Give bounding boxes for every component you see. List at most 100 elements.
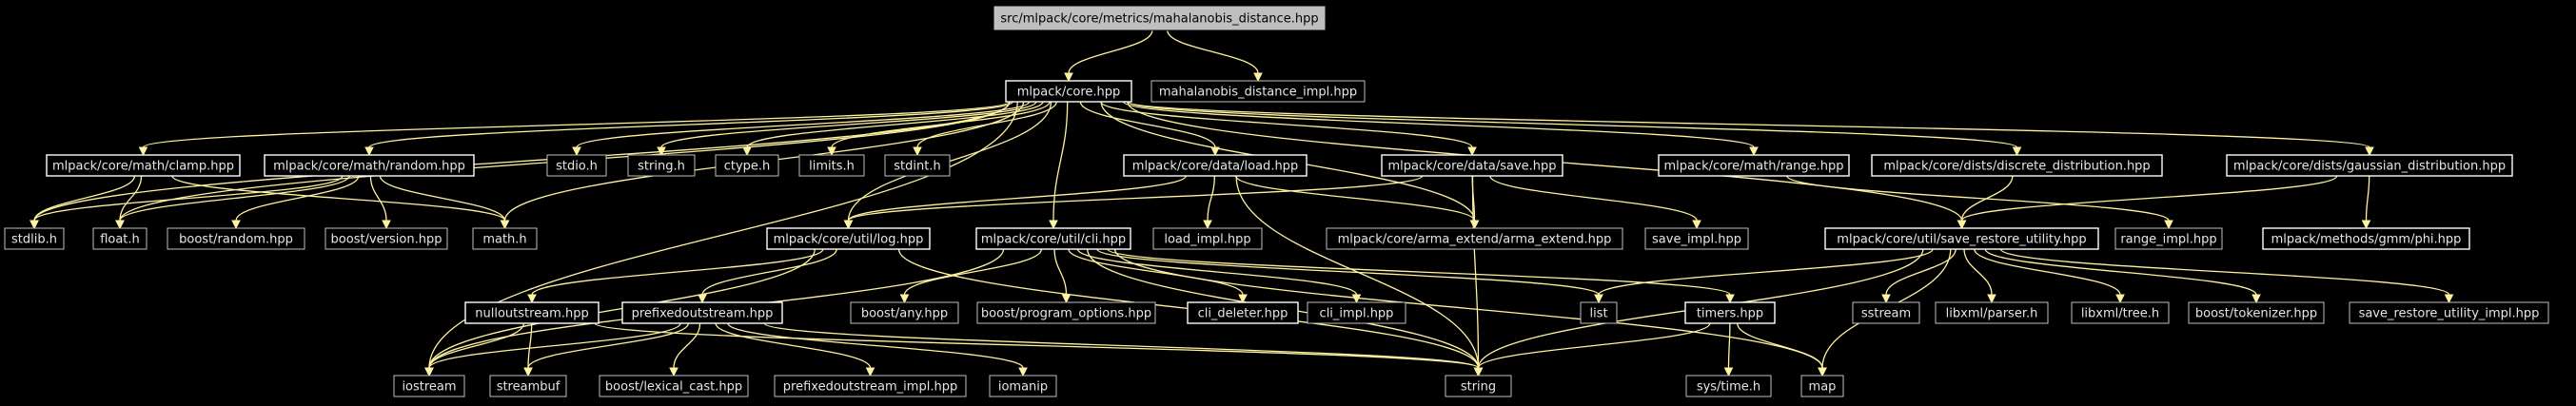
edge-load-to-arma_extend	[1235, 175, 1480, 230]
edge-random-to-float	[115, 175, 350, 230]
edge-nullout-to-iostream	[424, 322, 525, 377]
node-boost-tokenizer-hpp: boost/tokenizer.hpp	[2188, 301, 2325, 324]
node-sys-time-h: sys/time.h	[1685, 375, 1772, 397]
node-box	[627, 154, 696, 177]
node-label: nulloutstream.hpp	[475, 307, 588, 321]
node-mlpack-core-dists-gaussian-distribution-hpp[interactable]: mlpack/core/dists/gaussian_distribution.…	[2226, 154, 2513, 177]
node-label: streambuf	[497, 380, 560, 395]
node-box	[324, 227, 448, 250]
node-label: string	[1461, 380, 1496, 395]
node-boost-random-hpp: boost/random.hpp	[167, 227, 305, 250]
node-box	[1684, 301, 1776, 324]
node-label: math.h	[482, 233, 526, 247]
node-label: ctype.h	[724, 160, 771, 174]
edge-sru-to-list	[1594, 248, 1934, 304]
node-box	[546, 154, 607, 177]
node-label: cli_deleter.hpp	[1198, 307, 1288, 321]
node-label: limits.h	[809, 160, 855, 174]
node-label: timers.hpp	[1697, 307, 1763, 321]
node-box	[993, 5, 1327, 31]
node-box	[1187, 301, 1299, 324]
node-box	[46, 154, 241, 177]
node-mlpack-core-data-save-hpp[interactable]: mlpack/core/data/save.hpp	[1381, 154, 1563, 177]
node-mlpack-core-util-save-restore-utility-hpp[interactable]: mlpack/core/util/save_restore_utility.hp…	[1824, 227, 2099, 250]
edge-prefixed-to-iostream	[424, 322, 681, 377]
node-mlpack-core-data-load-hpp[interactable]: mlpack/core/data/load.hpp	[1123, 154, 1308, 177]
node-ctype-h: ctype.h	[715, 154, 779, 177]
node-box	[1852, 301, 1920, 324]
node-box	[774, 375, 967, 397]
node-label: src/mlpack/core/metrics/mahalanobis_dist…	[1000, 12, 1318, 27]
node-box	[92, 227, 147, 250]
node-prefixedoutstream-hpp[interactable]: prefixedoutstream.hpp	[621, 301, 783, 324]
edge-prefixed-to-iomanip	[727, 322, 1028, 377]
node-iomanip: iomanip	[989, 375, 1057, 397]
node-label: sstream	[1861, 307, 1911, 321]
node-label: stdlib.h	[11, 233, 57, 247]
node-box	[2349, 301, 2549, 324]
edge-sru-to-libxml_tree	[1974, 248, 2125, 304]
node-label: libxml/tree.h	[2081, 307, 2159, 321]
node-libxml-tree-h: libxml/tree.h	[2071, 301, 2170, 324]
node-cli-deleter-hpp[interactable]: cli_deleter.hpp	[1187, 301, 1299, 324]
node-box	[1935, 301, 2049, 324]
node-sstream: sstream	[1852, 301, 1920, 324]
node-mahalanobis-distance-impl-hpp: mahalanobis_distance_impl.hpp	[1150, 80, 1366, 103]
node-box	[976, 301, 1156, 324]
edge-cli-to-timers	[1107, 248, 1735, 304]
node-box	[1445, 375, 1512, 397]
node-box	[989, 375, 1057, 397]
node-label: string.h	[638, 160, 685, 174]
node-box	[715, 154, 779, 177]
node-timers-hpp[interactable]: timers.hpp	[1684, 301, 1776, 324]
edge-cli-to-list	[1096, 248, 1603, 304]
node-label: mlpack/core/dists/gaussian_distribution.…	[2233, 160, 2506, 174]
node-boost-program-options-hpp: boost/program_options.hpp	[976, 301, 1156, 324]
node-label: map	[1809, 380, 1837, 395]
node-label: range_impl.hpp	[2120, 233, 2216, 247]
node-label: boost/version.hpp	[331, 233, 442, 247]
edge-root-to-core	[1064, 29, 1153, 83]
node-prefixedoutstream-impl-hpp: prefixedoutstream_impl.hpp	[774, 375, 967, 397]
node-label: mlpack/core/dists/discrete_distribution.…	[1883, 160, 2150, 174]
node-label: iomanip	[998, 380, 1048, 395]
edge-core-to-range	[1122, 101, 1759, 157]
edge-sru-to-boost_tokenizer	[1984, 248, 2261, 304]
edge-load-to-load_impl	[1203, 175, 1216, 230]
node-mlpack-core-math-random-hpp[interactable]: mlpack/core/math/random.hpp	[264, 154, 475, 177]
edge-cli-to-boost_po	[1053, 248, 1072, 304]
node-mlpack-core-math-range-hpp[interactable]: mlpack/core/math/range.hpp	[1658, 154, 1850, 177]
node-save-restore-utility-impl-hpp: save_restore_utility_impl.hpp	[2349, 301, 2549, 324]
node-box	[2071, 301, 2170, 324]
node-libxml-parser-h: libxml/parser.h	[1935, 301, 2049, 324]
node-label: iostream	[402, 380, 456, 395]
node-src-mlpack-core-metrics-mahalanobis-distance-hpp[interactable]: src/mlpack/core/metrics/mahalanobis_dist…	[993, 5, 1327, 31]
graph-nodes: src/mlpack/core/metrics/mahalanobis_dist…	[4, 5, 2549, 397]
edge-random-to-boost_version	[369, 175, 391, 230]
edge-cli-to-boost_any	[899, 248, 1043, 304]
node-mlpack-core-hpp[interactable]: mlpack/core.hpp	[1005, 80, 1132, 103]
node-string: string	[1445, 375, 1512, 397]
node-mlpack-methods-gmm-phi-hpp[interactable]: mlpack/methods/gmm/phi.hpp	[2262, 227, 2470, 250]
node-label: stdio.h	[556, 160, 598, 174]
node-label: save_restore_utility_impl.hpp	[2359, 307, 2540, 321]
node-box	[4, 227, 65, 250]
node-stdlib-h: stdlib.h	[4, 227, 65, 250]
node-nulloutstream-hpp[interactable]: nulloutstream.hpp	[464, 301, 600, 324]
edge-random-to-boost_random	[231, 175, 360, 230]
node-box	[1800, 375, 1844, 397]
node-float-h: float.h	[92, 227, 147, 250]
node-box	[1871, 154, 2163, 177]
node-mlpack-core-util-log-hpp[interactable]: mlpack/core/util/log.hpp	[766, 227, 931, 250]
node-streambuf: streambuf	[489, 375, 567, 397]
node-box	[850, 301, 959, 324]
edge-log-to-prefixed	[698, 248, 837, 304]
node-label: cli_impl.hpp	[1320, 307, 1394, 321]
node-label: mlpack/core/math/random.hpp	[273, 160, 465, 174]
node-mlpack-core-util-cli-hpp[interactable]: mlpack/core/util/cli.hpp	[975, 227, 1131, 250]
node-mlpack-core-math-clamp-hpp[interactable]: mlpack/core/math/clamp.hpp	[46, 154, 241, 177]
edge-timers-to-string	[1473, 322, 1711, 377]
node-box	[2226, 154, 2513, 177]
edge-nullout-to-string	[594, 322, 1484, 377]
node-mlpack-core-dists-discrete-distribution-hpp[interactable]: mlpack/core/dists/discrete_distribution.…	[1871, 154, 2163, 177]
